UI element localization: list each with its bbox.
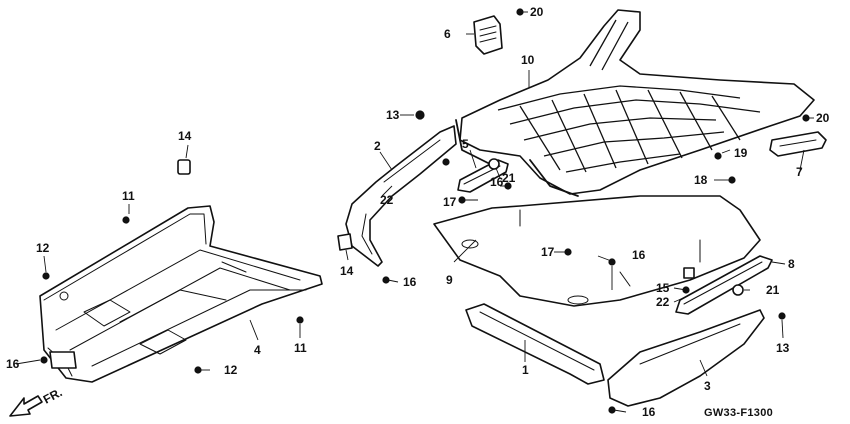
callout-labels: 10 6 20 20 7 19 18 13 13 5 2 16 21 17 22… [6,5,830,419]
callout-18: 18 [694,173,708,187]
callout-16-center: 16 [490,175,504,189]
callout-10: 10 [521,53,535,67]
callout-14-lower: 14 [340,264,354,278]
callout-15: 15 [656,281,670,295]
callout-9: 9 [446,273,453,287]
callout-16-bottom: 16 [642,405,656,419]
callout-20-top: 20 [530,5,544,19]
callout-20-right: 20 [816,111,830,125]
part-1-long-bracket [465,303,605,385]
callout-8: 8 [788,257,795,271]
callout-21-right: 21 [766,283,780,297]
part-7-clip [769,131,827,157]
leader-lines [15,11,814,413]
callout-14-upper: 14 [178,129,192,143]
part-3-side-cover [607,309,765,407]
part-4-floor-panel [39,205,323,383]
callout-21-center: 21 [502,171,516,185]
front-direction-arrow-icon: FR. [9,385,65,417]
part-2-side-trim [345,125,457,267]
callout-6: 6 [444,27,451,41]
callout-11-upper: 11 [122,189,135,203]
callout-12-upper: 12 [36,241,50,255]
part-6-bracket [473,15,503,55]
callout-3: 3 [704,379,711,393]
callout-2: 2 [374,139,381,153]
callout-11-lower: 11 [294,341,307,355]
callout-7: 7 [796,165,803,179]
callout-5: 5 [462,137,469,151]
callout-17-center: 17 [443,195,457,209]
callout-16-bottom-left: 16 [6,357,20,371]
callout-16-left: 16 [403,275,417,289]
callout-1: 1 [522,363,529,377]
part-9-undercover [433,195,761,307]
part-10-grid-panel [455,9,815,197]
callout-13-lower: 13 [776,341,790,355]
hardware [40,8,810,414]
callout-22-left: 22 [380,193,394,207]
callout-19: 19 [734,146,748,160]
callout-12-lower: 12 [224,363,238,377]
callout-4: 4 [254,343,261,357]
callout-13-upper: 13 [386,108,400,122]
callout-22-right: 22 [656,295,670,309]
diagram-code: GW33-F1300 [704,407,773,419]
callout-17-right: 17 [541,245,555,259]
callout-16-right: 16 [632,248,646,262]
direction-label: FR. [41,385,65,406]
part-8-rail [675,255,773,315]
